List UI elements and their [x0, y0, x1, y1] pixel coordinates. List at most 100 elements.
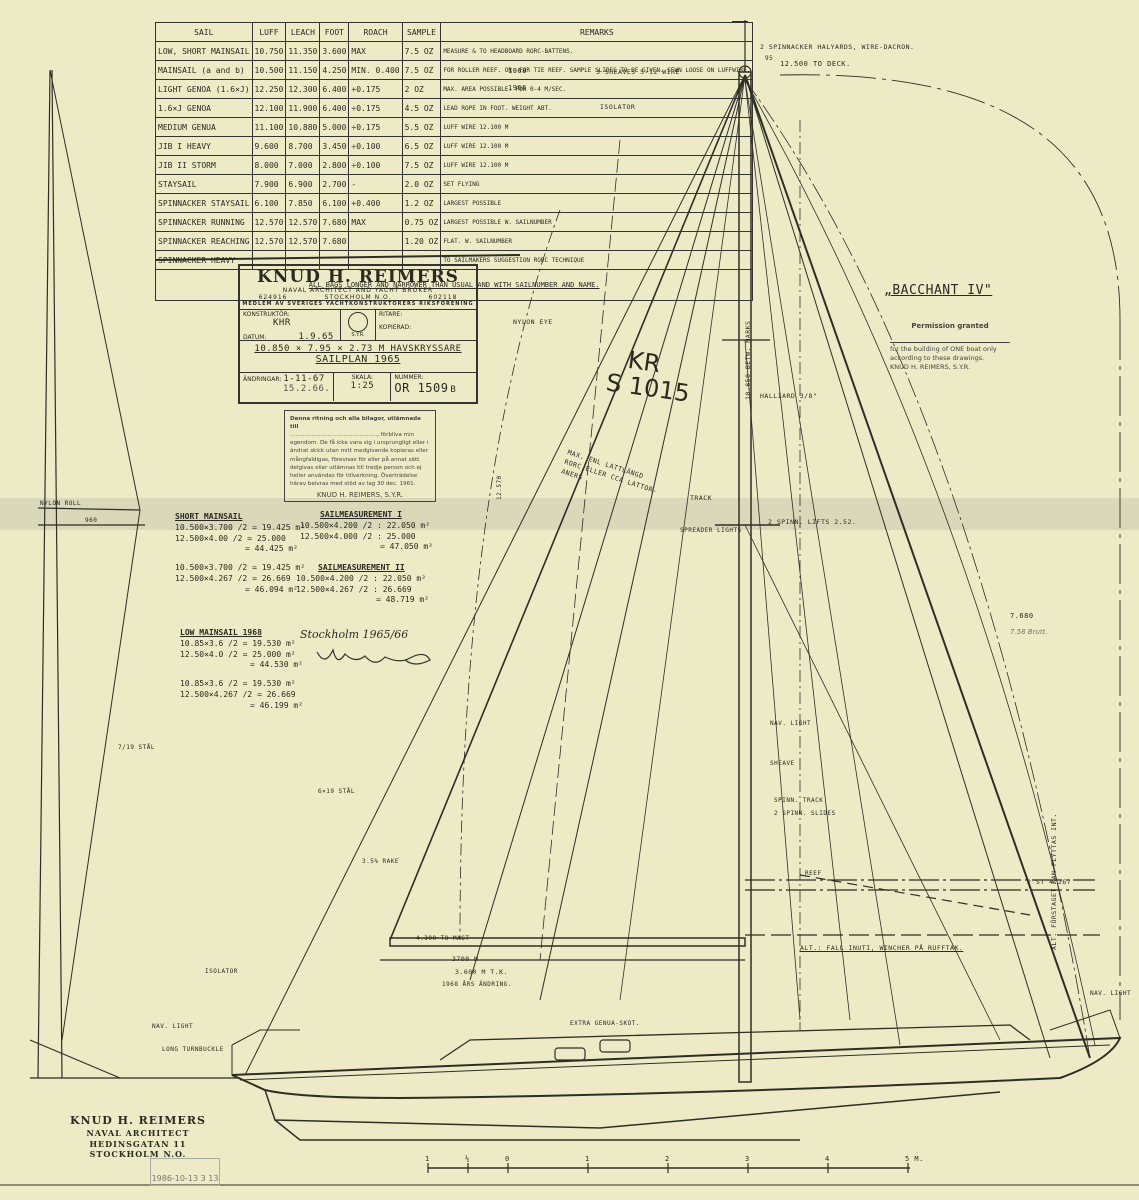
nummer-label: NUMMER: [394, 374, 424, 381]
sail-specification-table: SAIL LUFF LEACH FOOT ROACH SAMPLE REMARK… [154, 22, 754, 301]
cell-sample: 1.2 OZ [401, 193, 442, 213]
scale-label: 5 m. [905, 1155, 924, 1163]
konstruktor-label: KONSTRUKTÖR: [243, 311, 290, 318]
col-sail: SAIL [155, 22, 253, 42]
cell-sail: SPINNACKER REACHING [155, 231, 253, 251]
annotation-nav-light-stern: NAV. LIGHT [152, 1023, 194, 1030]
revision-date-1966: 1966 [508, 84, 527, 92]
cell-sample: 7.5 OZ [401, 41, 442, 61]
col-sample: SAMPLE [401, 22, 442, 42]
annotation-halyards: 2 SPINNACKER HALYARDS, WIRE-DACRON. [760, 43, 915, 51]
annotation-10850: 10.850 BETW. MARKS [744, 320, 752, 400]
annotation-spinn-track: SPINN. TRACK [774, 797, 824, 804]
cell-leach: 8.700 [285, 136, 321, 156]
col-foot: FOOT [319, 22, 350, 42]
calc-line: = 44.530 m² [250, 660, 303, 670]
calc-line: 10.85×3.6 /2 = 19.530 m² [180, 679, 296, 689]
annotation-alt-fall: ALT.: FALL INUTI, WINCHER PÅ RUFFTAK. [800, 944, 964, 952]
konstruktor-value: KHR [273, 318, 291, 328]
cell-sample: 4.5 OZ [401, 98, 442, 118]
signature-place-date: Stockholm 1965/66 [300, 628, 409, 641]
calc-line: 10.500×4.200 /2 : 22.050 m² [296, 573, 427, 583]
scale-label: 1 [585, 1155, 590, 1163]
cell-foot: 7.680 [319, 231, 350, 251]
annotation-spinn-slides: 2 SPINN. SLIDES [774, 810, 836, 817]
cell-foot: 3.450 [319, 136, 350, 156]
calc-short-mainsail: SHORT MAINSAIL 10.500×3.700 /2 = 19.425 … [175, 512, 305, 596]
cell-sample: 7.5 OZ [401, 60, 442, 80]
annotation-extra-genua: EXTRA GENUA-SKOT. [570, 1020, 640, 1027]
calc-sailmeasurement-2: SAILMEASUREMENT II 10.500×4.200 /2 : 22.… [296, 563, 429, 606]
annotation-isolator-top: ISOLATOR [600, 103, 636, 111]
col-luff: LUFF [251, 22, 287, 42]
annotation-track: TRACK [690, 494, 713, 502]
annotation-7680: 7.680 [1010, 612, 1034, 620]
nummer-suffix: B [450, 385, 457, 395]
annotation-sheaves: 3 SHEAVES 5-12 WIRE [596, 68, 680, 76]
cell-remarks: MAX. AREA POSSIBLE. FOR 0-4 M/SEC. [440, 79, 754, 99]
calc-line: 12.500×4.267 /2 = 26.669 [175, 573, 291, 583]
annotation-rake: 3.5% RAKE [362, 858, 400, 865]
nummer-value: OR 1509 [394, 381, 449, 395]
cell-sample: 6.5 OZ [401, 136, 442, 156]
cell-remarks: LEAD ROPE IN FOOT. WEIGHT ABT. [440, 98, 754, 118]
cell-roach: ÷0.100 [348, 155, 403, 175]
calc-line: 10.500×3.700 /2 = 19.425 m² [175, 522, 306, 532]
cell-luff: 6.100 [251, 193, 287, 213]
scale-label: 4 [825, 1155, 830, 1163]
archive-stamp: 1986-10-13 3 13 [150, 1158, 220, 1186]
address-line: HEDINSGATAN 11 [89, 1138, 187, 1149]
calc-title: LOW MAINSAIL 1968 [180, 628, 262, 637]
cell-remarks: LARGEST POSSIBLE W. SAILNUMBER [440, 212, 754, 232]
boat-spec: 10.850 × 7.95 × 2.73 m HAVSKRYSSARE [254, 344, 462, 354]
annotation-nav-light-mast: NAV. LIGHT [770, 720, 812, 727]
annotation-7580: 7.58 Brutt. [1010, 628, 1048, 636]
cell-luff: 8.000 [251, 155, 287, 175]
stamp-member: MEDLEM AV SVERIGES YACHTKONSTRUKTÖRERS R… [242, 301, 474, 307]
cell-sail: LOW, SHORT MAINSAIL [155, 41, 253, 61]
cell-leach: 12.570 [285, 231, 321, 251]
cell-leach: 7.000 [285, 155, 321, 175]
cell-sail: JIB II STORM [155, 155, 253, 175]
table-footer-note: ALL BAGS LONGER AND NARROWER THAN USUAL … [154, 269, 754, 301]
cell-sample: 2 OZ [401, 79, 442, 99]
cell-remarks: LARGEST POSSIBLE [440, 193, 754, 213]
annotation-nylon-roll: NYLON ROLL [40, 500, 82, 507]
annotation-isolator-bottom: ISOLATOR [205, 968, 238, 975]
cell-luff: 10.750 [251, 41, 287, 61]
copyright-notice: Denna ritning och alla bilagor, utlämnad… [284, 410, 436, 502]
cell-luff: 12.250 [251, 79, 287, 99]
cell-foot: 3.600 [319, 41, 350, 61]
stamp-phone-2: 602118 [428, 294, 458, 301]
mast-profile-side [29, 69, 240, 1079]
cell-roach: +0.175 [348, 79, 403, 99]
annotation-960: 960 [85, 517, 98, 524]
cell-remarks: FLAT. W. SAILNUMBER [440, 231, 754, 251]
annotation-halliard: HALLIARD 3/8" [760, 392, 818, 400]
skala-value: 1:25 [350, 381, 375, 391]
revision-date-1968: 1968 [508, 67, 527, 75]
annotation-andring: 1968 ÅRS ÄNDRING. [442, 981, 512, 988]
calc-line: = 46.199 m² [250, 700, 303, 710]
annotation-spreader-lights: SPREADER LIGHTS [680, 527, 742, 534]
annotation-sheave: SHEAVE [770, 760, 795, 767]
title-block-stamp: KNUD H. REIMERS NAVAL ARCHITECT AND YACH… [238, 264, 478, 404]
address-line: STOCKHOLM N.O. [89, 1149, 187, 1160]
annotation-4267: 2 st 4.267 [1027, 878, 1072, 886]
andringar-value: 1-11-67 [283, 374, 325, 384]
scale-label: 1 [425, 1155, 430, 1163]
stamp-subtitle: NAVAL ARCHITECT AND YACHT BROKER [282, 287, 434, 294]
stamp-city: STOCKHOLM N.O. [324, 294, 392, 301]
cell-foot: 6.400 [319, 79, 350, 99]
calc-title: SHORT MAINSAIL [175, 512, 243, 521]
cell-sail: LIGHT GENOA (1.6×J) [155, 79, 253, 99]
notice-body: ........................................… [290, 432, 429, 487]
table-header-row: SAIL LUFF LEACH FOOT ROACH SAMPLE REMARK… [155, 22, 754, 42]
annotation-nav-light-bow: NAV. LIGHT [1090, 990, 1132, 997]
cell-foot: 6.400 [319, 98, 350, 118]
